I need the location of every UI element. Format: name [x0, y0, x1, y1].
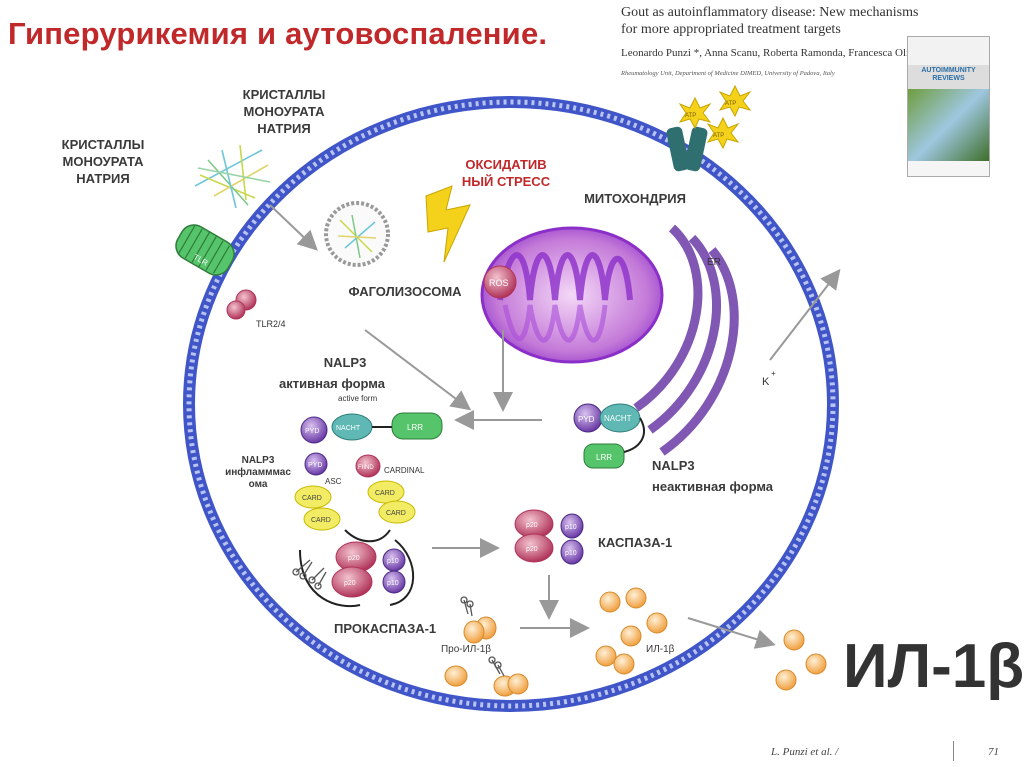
journal-cover-header	[908, 37, 989, 65]
atp-label-1: ATP	[685, 113, 696, 119]
k-label: K	[762, 376, 770, 388]
procaspase-complex-icon: p20 p20 p10 p10	[299, 539, 415, 608]
il1b-secretion-arrow	[687, 617, 776, 649]
atp-molecules-icon: ATP ATP ATP	[678, 84, 752, 150]
nalp3-active-subtitle: активная форма	[279, 376, 385, 391]
cardinal-label: CARDINAL	[384, 466, 425, 475]
endoplasmic-reticulum-icon	[633, 224, 739, 456]
phagolysosome-icon	[324, 201, 390, 267]
asc-pyd-label: PYD	[308, 462, 322, 469]
phagolysosome-label: ФАГОЛИЗОСОМА	[348, 284, 462, 299]
card-label-2: CARD	[311, 517, 331, 524]
scissors-icon-1	[292, 559, 313, 580]
card-label-4: CARD	[386, 510, 406, 517]
procasp-p10-label-2: p10	[387, 580, 399, 587]
journal-cover: AUTOIMMUNITY REVIEWS	[907, 36, 990, 177]
active-lrr-label: LRR	[407, 423, 423, 432]
msu-crystals-label-outside: КРИСТАЛЛЫ МОНОУРАТА НАТРИЯ	[61, 137, 145, 186]
nalp3-inflammasome-label: NALP3 инфламммас ома	[225, 455, 291, 490]
nalp3-inactive-icon: PYD NACHT LRR	[573, 403, 645, 469]
pro-il1b-icon	[444, 616, 529, 697]
il1b-secreted-icon	[775, 629, 827, 691]
atp-channel-icon	[666, 126, 708, 172]
scissors-icon-4	[488, 656, 505, 677]
casp-p10-label-2: p10	[565, 550, 577, 557]
cell-membrane-pattern	[186, 99, 836, 709]
card-label-3: CARD	[375, 490, 395, 497]
footer-citation: L. Punzi et al. /	[771, 746, 839, 758]
asc-label: ASC	[325, 477, 342, 486]
inactive-lrr-label: LRR	[596, 453, 612, 462]
journal-cover-footer	[908, 161, 989, 176]
mitochondrion-icon	[480, 226, 664, 364]
casp-p10-label-1: p10	[565, 524, 577, 531]
nalp3-active-title: NALP3	[323, 355, 367, 370]
k-plus-sign: +	[771, 369, 776, 378]
pro-il1b-label: Про-ИЛ-1β	[440, 644, 492, 655]
journal-cover-image	[908, 89, 989, 161]
caspase1-label: КАСПАЗА-1	[598, 535, 673, 550]
page-number: 71	[988, 746, 999, 758]
tlr24-label: TLR2/4	[256, 319, 286, 329]
nalp3-inactive-subtitle: неактивная форма	[652, 479, 774, 494]
tlr-receptor-icon: TLR TLR2/4	[175, 224, 286, 329]
phagolysosome-to-nalp3-arrow	[364, 329, 472, 411]
scissors-icon-3	[460, 596, 474, 617]
procasp-p10-label-1: p10	[387, 558, 399, 565]
footer-divider	[953, 741, 954, 761]
procaspase1-label: ПРОКАСПАЗА-1	[334, 621, 437, 636]
mitochondria-label: МИТОХОНДРИЯ	[584, 191, 686, 206]
oxidative-stress-label: ОКСИДАТИВ НЫЙ СТРЕСС	[461, 157, 551, 189]
casp-p20-label-2: p20	[526, 546, 538, 553]
atp-label-3: ATP	[713, 133, 724, 139]
card-label-1: CARD	[302, 495, 322, 502]
active-pyd-label: PYD	[305, 428, 319, 435]
uptake-arrow	[269, 204, 318, 251]
il1b-small-label: ИЛ-1β	[646, 644, 675, 655]
ros-icon: ROS	[483, 265, 517, 299]
caspase1-icon: p20 p20 p10 p10	[514, 509, 584, 565]
nalp3-inactive-title: NALP3	[652, 458, 695, 473]
inactive-nacht-label: NACHT	[604, 414, 632, 423]
reference-authors: Leonardo Punzi *, Anna Scanu, Roberta Ra…	[621, 47, 932, 59]
active-nacht-label: NACHT	[336, 425, 361, 432]
nalp3-inflammasome-icon: active form PYD NACHT LRR PYD ASC FIIND …	[294, 394, 443, 543]
scissors-icon-2	[308, 567, 327, 590]
inactive-pyd-label: PYD	[578, 415, 595, 424]
ros-label: ROS	[489, 278, 509, 288]
msu-crystals-label-inside: КРИСТАЛЛЫ МОНОУРАТА НАТРИЯ	[242, 87, 326, 136]
lightning-icon	[425, 185, 471, 263]
il1b-big-label: ИЛ-1β	[843, 632, 1024, 701]
active-form-label: active form	[338, 394, 377, 403]
msu-crystals-outside-icon	[194, 144, 271, 209]
cell-membrane	[183, 96, 839, 712]
il1b-inside-icon	[595, 587, 668, 675]
reference-affiliation: Rheumatology Unit, Department of Medicin…	[621, 70, 835, 77]
atp-label-2: ATP	[725, 101, 736, 107]
k-efflux-arrow	[769, 268, 841, 361]
procasp-p20-label-2: p20	[344, 580, 356, 587]
casp-p20-label-1: p20	[526, 522, 538, 529]
fiind-label: FIIND	[358, 465, 374, 471]
journal-name: AUTOIMMUNITY REVIEWS	[921, 67, 976, 82]
procasp-p20-label-1: p20	[348, 555, 360, 562]
slide-title: Гиперурикемия и аутовоспаление.	[8, 16, 548, 51]
reference-title: Gout as autoinflammatory disease: New me…	[621, 5, 919, 37]
er-label: ER	[707, 257, 721, 268]
